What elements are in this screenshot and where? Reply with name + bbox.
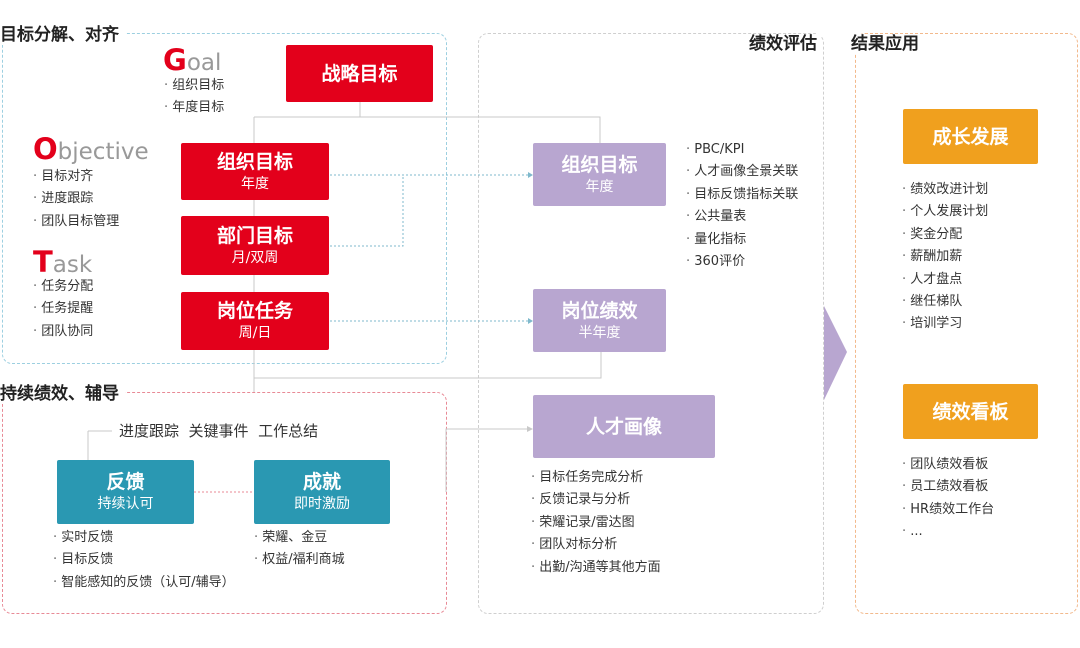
growth-box[interactable]: 成长发展 [903, 109, 1038, 164]
list-item: 奖金分配 [902, 224, 988, 246]
talent-profile-list: 目标任务完成分析 反馈记录与分析 荣耀记录/雷达图 团队对标分析 出勤/沟通等其… [531, 467, 661, 579]
eval-org-goal-box[interactable]: 组织目标 年度 [533, 143, 666, 206]
goal-align-panel [2, 33, 447, 364]
list-item: 量化指标 [686, 229, 798, 251]
list-item: 智能感知的反馈（认可/辅导） [53, 572, 234, 594]
goal-list: 组织目标 年度目标 [164, 75, 224, 120]
list-item: 目标对齐 [33, 166, 119, 188]
continuous-header-text: 进度跟踪 关键事件 工作总结 [119, 422, 319, 440]
list-item: 团队绩效看板 [902, 454, 994, 476]
list-item: 个人发展计划 [902, 201, 988, 223]
objective-heading: Objective [33, 132, 149, 166]
org-goal-box[interactable]: 组织目标 年度 [181, 143, 329, 200]
list-item: 权益/福利商城 [254, 549, 344, 571]
section-title-evaluation: 绩效评估 [745, 34, 821, 54]
list-item: 任务提醒 [33, 298, 93, 320]
box-title: 人才画像 [585, 415, 662, 438]
dept-goal-box[interactable]: 部门目标 月/双周 [181, 216, 329, 275]
list-item: 目标反馈指标关联 [686, 184, 798, 206]
list-item: 公共量表 [686, 206, 798, 228]
box-title: 岗位任务 [216, 300, 293, 322]
box-subtitle: 年度 [241, 175, 269, 192]
box-title: 组织目标 [561, 153, 638, 176]
goal-heading: Goal [163, 43, 222, 77]
talent-profile-box[interactable]: 人才画像 [533, 395, 715, 458]
list-item: 年度目标 [164, 97, 224, 119]
box-title: 战略目标 [321, 62, 398, 85]
achievement-list: 荣耀、金豆 权益/福利商城 [254, 527, 345, 572]
box-subtitle: 周/日 [238, 325, 272, 341]
list-item: 员工绩效看板 [902, 476, 994, 498]
list-item: 任务分配 [33, 276, 93, 298]
box-title: 绩效看板 [932, 400, 1009, 423]
list-item: 团队对标分析 [531, 534, 661, 556]
box-title: 组织目标 [216, 150, 293, 173]
feedback-box[interactable]: 反馈 持续认可 [57, 460, 194, 524]
list-item: 进度跟踪 [33, 188, 119, 210]
list-item: 目标任务完成分析 [531, 467, 661, 489]
list-item: 人才盘点 [902, 269, 988, 291]
big-arrow-shape [824, 306, 847, 400]
list-item: PBC/KPI [686, 139, 798, 161]
continuous-panel [2, 392, 447, 614]
list-item: 团队协同 [33, 321, 93, 343]
box-title: 岗位绩效 [561, 299, 638, 322]
application-panel [855, 33, 1078, 614]
growth-list: 绩效改进计划 个人发展计划 奖金分配 薪酬加薪 人才盘点 继任梯队 培训学习 [902, 179, 988, 336]
box-title: 成长发展 [932, 125, 1009, 148]
box-subtitle: 半年度 [578, 324, 621, 341]
post-task-box[interactable]: 岗位任务 周/日 [181, 292, 329, 350]
list-item: 绩效改进计划 [902, 179, 988, 201]
list-item: 荣耀、金豆 [254, 527, 345, 549]
perf-board-list: 团队绩效看板 员工绩效看板 HR绩效工作台 ... [902, 454, 994, 544]
list-item: 人才画像全景关联 [686, 161, 798, 183]
box-title: 反馈 [106, 471, 145, 493]
list-item: 荣耀记录/雷达图 [531, 512, 661, 534]
list-item: 反馈记录与分析 [531, 489, 661, 511]
strategy-goal-box[interactable]: 战略目标 [286, 45, 433, 102]
box-title: 成就 [302, 471, 341, 493]
box-title: 部门目标 [216, 224, 293, 247]
achievement-box[interactable]: 成就 即时激励 [254, 460, 390, 524]
list-item: 团队目标管理 [33, 211, 119, 233]
list-item: 实时反馈 [53, 527, 235, 549]
list-item: HR绩效工作台 [902, 499, 994, 521]
task-heading: Task [33, 245, 93, 279]
list-item: 目标反馈 [53, 549, 235, 571]
list-item: 继任梯队 [902, 291, 988, 313]
list-item: 薪酬加薪 [902, 246, 988, 268]
post-perf-box[interactable]: 岗位绩效 半年度 [533, 289, 666, 352]
list-item: 组织目标 [164, 75, 224, 97]
list-item: 360评价 [686, 251, 798, 273]
objective-list: 目标对齐 进度跟踪 团队目标管理 [33, 166, 119, 233]
list-item: 出勤/沟通等其他方面 [531, 557, 660, 579]
list-item: 培训学习 [902, 313, 988, 335]
box-subtitle: 年度 [585, 178, 614, 195]
feedback-list: 实时反馈 目标反馈 智能感知的反馈（认可/辅导） [53, 527, 235, 594]
box-subtitle: 持续认可 [97, 496, 154, 512]
perf-board-box[interactable]: 绩效看板 [903, 384, 1038, 439]
task-list: 任务分配 任务提醒 团队协同 [33, 276, 93, 343]
section-title-application: 结果应用 [847, 34, 923, 54]
evaluation-panel [478, 33, 824, 614]
section-title-goal-align: 目标分解、对齐 [0, 25, 125, 45]
box-subtitle: 月/双周 [231, 249, 279, 266]
section-title-continuous: 持续绩效、辅导 [0, 384, 125, 404]
box-subtitle: 即时激励 [294, 496, 350, 512]
eval-org-goal-list: PBC/KPI 人才画像全景关联 目标反馈指标关联 公共量表 量化指标 360评… [686, 139, 798, 273]
list-item: ... [902, 521, 994, 543]
